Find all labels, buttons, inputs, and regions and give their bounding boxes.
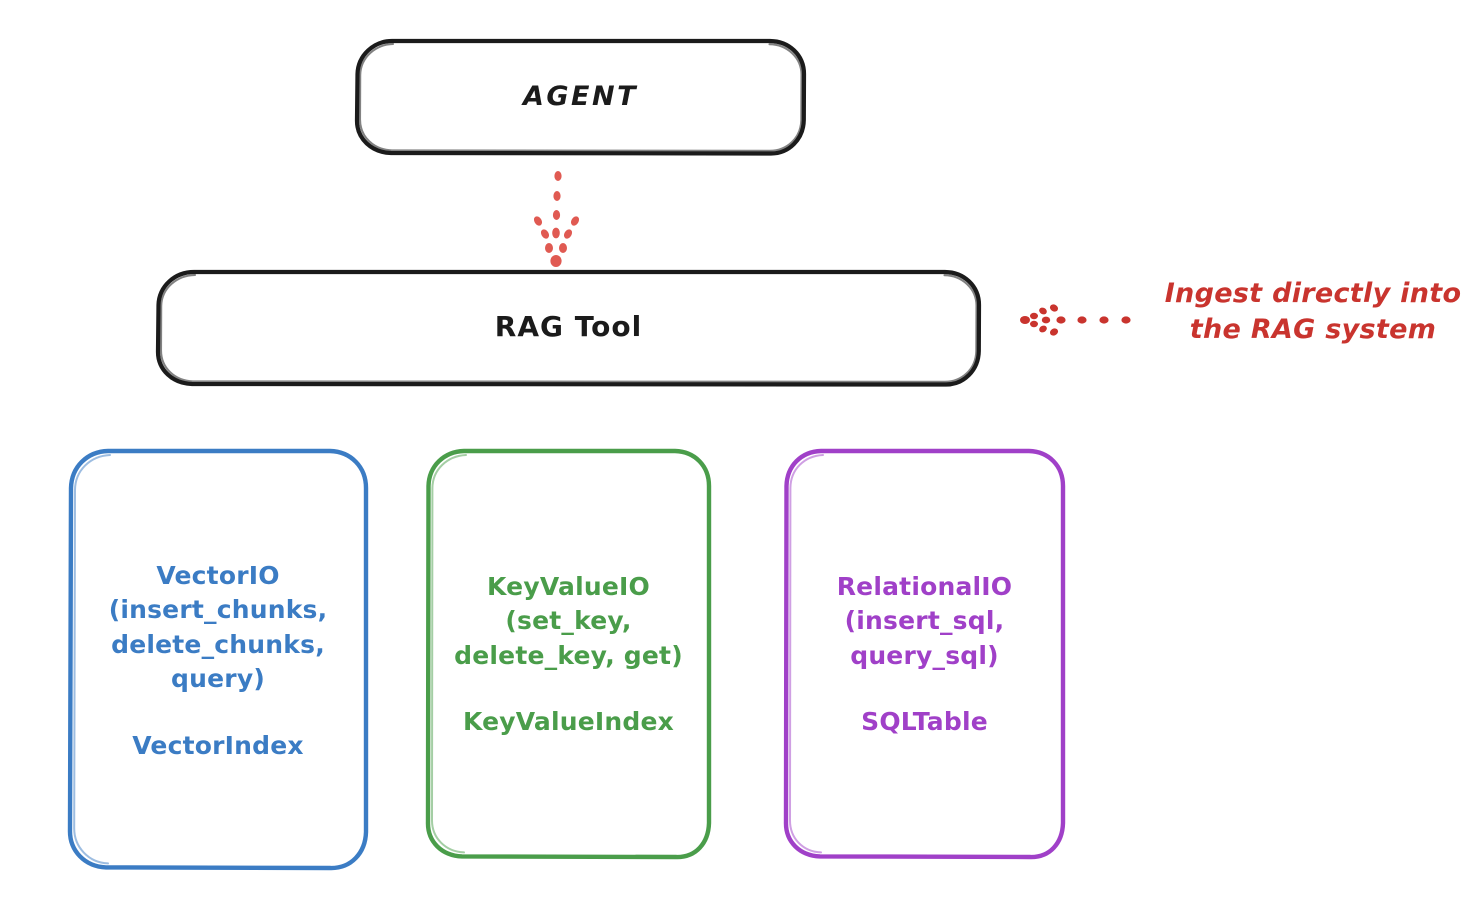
agent-node[interactable]: AGENT: [357, 40, 804, 153]
rag-tool-node[interactable]: RAG Tool: [158, 271, 979, 384]
keyvalueio-box-outline: [425, 448, 712, 860]
relationalio-node[interactable]: RelationalIO (insert_sql, query_sql) SQL…: [786, 450, 1063, 856]
vectorio-node[interactable]: VectorIO (insert_chunks, delete_chunks, …: [70, 450, 366, 868]
keyvalueio-node[interactable]: KeyValueIO (set_key, delete_key, get) Ke…: [428, 450, 709, 856]
dotted-arrow-left-icon: [1020, 304, 1131, 336]
rag-tool-box-outline: [155, 269, 982, 387]
agent-node-label: AGENT: [522, 80, 638, 112]
keyvalueio-index-label: KeyValueIndex: [462, 707, 675, 737]
vectorio-index-label: VectorIndex: [132, 730, 304, 760]
vectorio-box-outline: [67, 448, 369, 871]
ingest-annotation-text: Ingest directly into the RAG system: [1164, 278, 1462, 345]
relationalio-api-label: RelationalIO (insert_sql, query_sql): [836, 571, 1013, 670]
relationalio-index-label: SQLTable: [861, 707, 988, 737]
vectorio-api-label: VectorIO (insert_chunks, delete_chunks, …: [108, 560, 328, 694]
dotted-arrow-down-icon: [533, 171, 580, 267]
keyvalueio-api-label: KeyValueIO (set_key, delete_key, get): [454, 571, 683, 670]
relationalio-box-outline: [783, 448, 1066, 860]
agent-box-outline: [354, 38, 807, 156]
ingest-annotation: Ingest directly into the RAG system: [1148, 276, 1478, 347]
rag-tool-node-label: RAG Tool: [494, 310, 643, 344]
